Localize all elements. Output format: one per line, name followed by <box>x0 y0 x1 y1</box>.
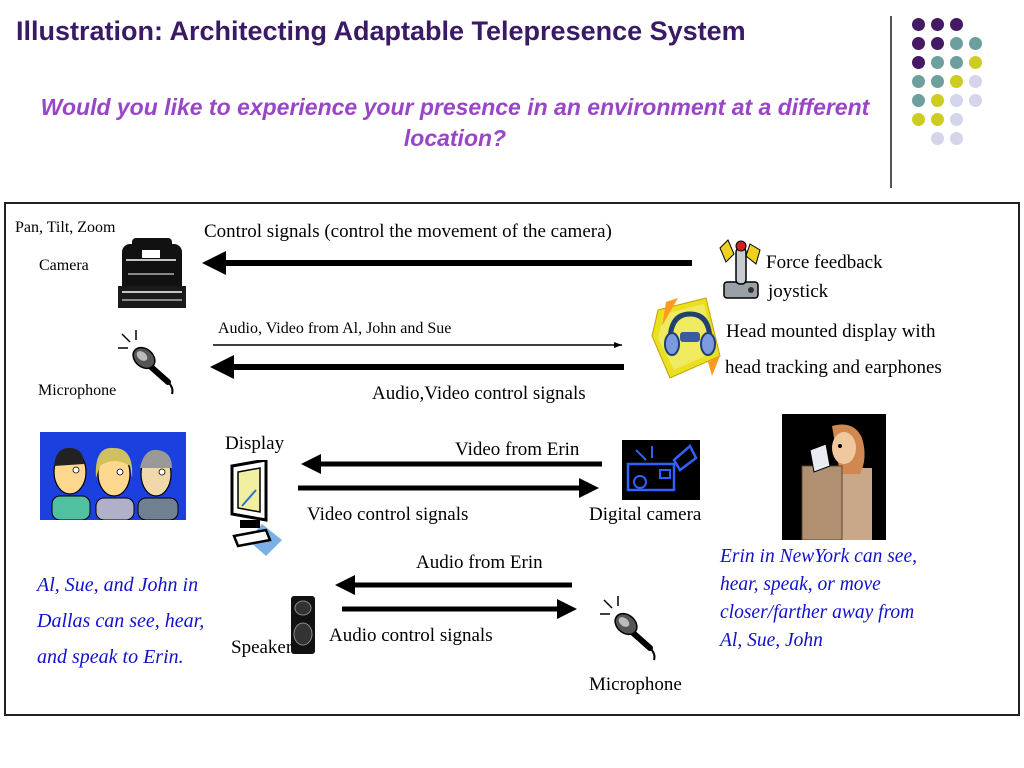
label-hmd-line1: Head mounted display with <box>726 321 936 342</box>
decorative-dot-grid <box>900 14 1010 164</box>
label-force-feedback: Force feedback <box>766 252 883 273</box>
decor-dot <box>969 56 982 69</box>
display-monitor-icon <box>230 460 282 556</box>
decor-dot <box>950 37 963 50</box>
decor-dot <box>950 75 963 88</box>
microphone-left-icon <box>118 330 174 395</box>
decor-dot <box>950 94 963 107</box>
decor-dot <box>931 75 944 88</box>
label-speaker: Speaker <box>231 637 293 658</box>
note-line: Erin in NewYork can see, <box>720 546 917 567</box>
joystick-icon <box>719 239 761 299</box>
decor-dot <box>931 94 944 107</box>
decor-dot <box>931 18 944 31</box>
note-line: Dallas can see, hear, <box>37 610 205 632</box>
label-hmd-line2: head tracking and earphones <box>725 357 942 378</box>
note-line: Al, Sue, John <box>720 630 823 651</box>
decor-dot <box>950 18 963 31</box>
label-joystick: joystick <box>768 281 829 302</box>
decor-dot <box>912 37 925 50</box>
decor-dot <box>912 75 925 88</box>
decor-dot <box>931 132 944 145</box>
decor-dot <box>931 37 944 50</box>
decor-dot <box>912 18 925 31</box>
decor-dot <box>912 56 925 69</box>
note-al-sue-john: Al, Sue, and John in Dallas can see, hea… <box>37 570 247 678</box>
header-divider <box>890 16 892 188</box>
decor-dot <box>969 75 982 88</box>
decor-dot <box>931 113 944 126</box>
decor-dot <box>950 56 963 69</box>
label-control-signals: Control signals (control the movement of… <box>204 221 612 242</box>
microphone-right-icon <box>600 596 656 661</box>
label-audio-control-signals: Audio control signals <box>329 625 493 646</box>
label-digital-camera: Digital camera <box>589 504 702 525</box>
digital-camera-icon <box>622 440 700 500</box>
label-microphone-right: Microphone <box>589 674 682 695</box>
note-line: Al, Sue, and John in <box>37 574 199 596</box>
page-subtitle: Would you like to experience your presen… <box>40 94 870 151</box>
note-line: closer/farther away from <box>720 602 915 623</box>
decor-dot <box>912 113 925 126</box>
label-video-from-erin: Video from Erin <box>455 439 580 460</box>
label-video-control-signals: Video control signals <box>307 504 469 525</box>
decor-dot <box>950 113 963 126</box>
decor-dot <box>950 132 963 145</box>
decor-dot <box>969 94 982 107</box>
ptz-camera-icon <box>118 238 186 308</box>
note-line: and speak to Erin. <box>37 646 184 668</box>
label-microphone-left: Microphone <box>38 382 117 399</box>
page-title: Illustration: Architecting Adaptable Tel… <box>16 16 746 46</box>
note-line: hear, speak, or move <box>720 574 881 595</box>
note-erin: Erin in NewYork can see, hear, speak, or… <box>720 543 1010 655</box>
label-pan-tilt-zoom: Pan, Tilt, Zoom <box>15 219 116 236</box>
label-display: Display <box>225 433 285 454</box>
erin-image <box>782 414 886 540</box>
label-audio-from-erin: Audio from Erin <box>416 552 543 573</box>
decor-dot <box>969 37 982 50</box>
diagram-frame <box>4 202 1020 716</box>
label-camera: Camera <box>39 257 89 274</box>
head-mounted-display-icon <box>651 297 721 379</box>
decor-dot <box>931 56 944 69</box>
speaker-icon <box>291 596 315 654</box>
label-av-control-signals: Audio,Video control signals <box>372 383 586 404</box>
label-audio-video-from: Audio, Video from Al, John and Sue <box>218 320 452 337</box>
three-people-image <box>40 432 186 520</box>
decor-dot <box>912 94 925 107</box>
